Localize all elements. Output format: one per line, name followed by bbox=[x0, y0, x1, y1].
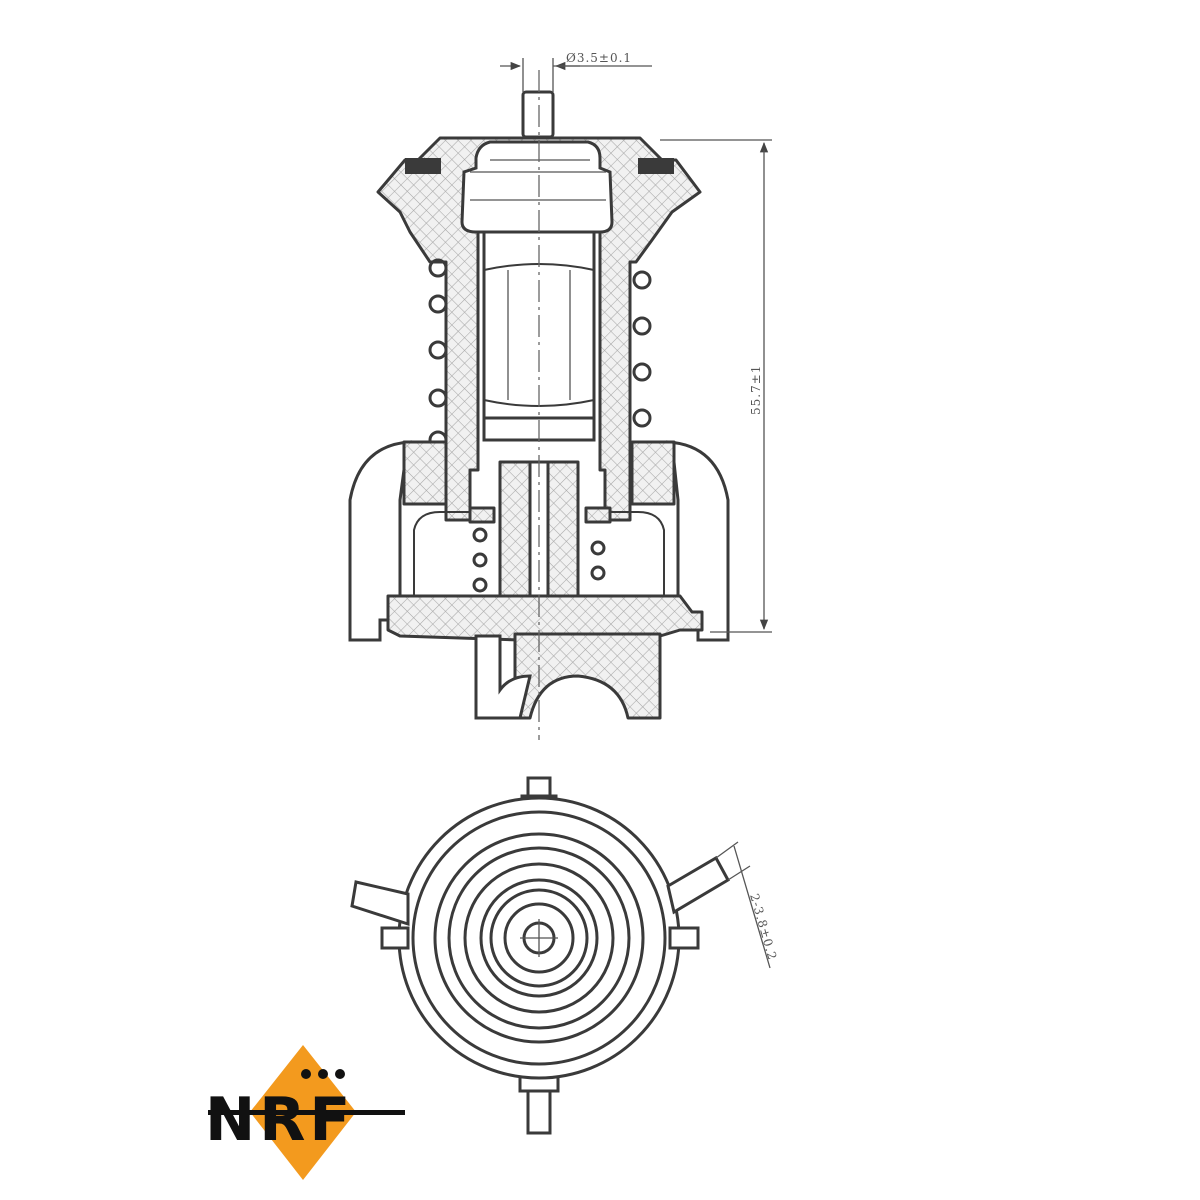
pin-diameter-dimension: Ø3.5±0.1 bbox=[500, 51, 652, 92]
seal-left bbox=[405, 158, 441, 174]
ear-right bbox=[666, 855, 731, 915]
logo-bar bbox=[208, 1110, 405, 1115]
slot-width-label: 2-3.8±0.2 bbox=[747, 892, 779, 962]
logo-dot-3 bbox=[335, 1069, 345, 1079]
seal-right bbox=[638, 158, 674, 174]
top-pin bbox=[521, 90, 555, 139]
bypass-bracket bbox=[474, 634, 532, 720]
ear-left bbox=[350, 880, 410, 927]
logo-text: NRF bbox=[205, 1085, 354, 1155]
slot-width-dimension: 2-3.8±0.2 bbox=[715, 841, 780, 969]
bottom-valve bbox=[513, 632, 662, 720]
logo-dot-1 bbox=[301, 1069, 311, 1079]
base-plate bbox=[386, 594, 704, 642]
logo-dot-2 bbox=[318, 1069, 328, 1079]
nrf-logo: NRF bbox=[205, 1045, 405, 1180]
overall-height-label: 55.7±1 bbox=[749, 365, 763, 415]
main-spring-left bbox=[428, 258, 448, 450]
overall-height-dimension: 55.7±1 bbox=[660, 139, 772, 633]
main-spring-right bbox=[632, 270, 652, 428]
pin-diameter-label: Ø3.5±0.1 bbox=[566, 51, 632, 65]
top-view: 2-3.8±0.2 bbox=[350, 776, 780, 1135]
small-spring-right bbox=[590, 540, 606, 581]
valve-cup bbox=[460, 140, 614, 234]
small-spring-left bbox=[472, 527, 488, 593]
side-section-view: Ø3.5±0.1 55.7±1 bbox=[348, 51, 772, 740]
